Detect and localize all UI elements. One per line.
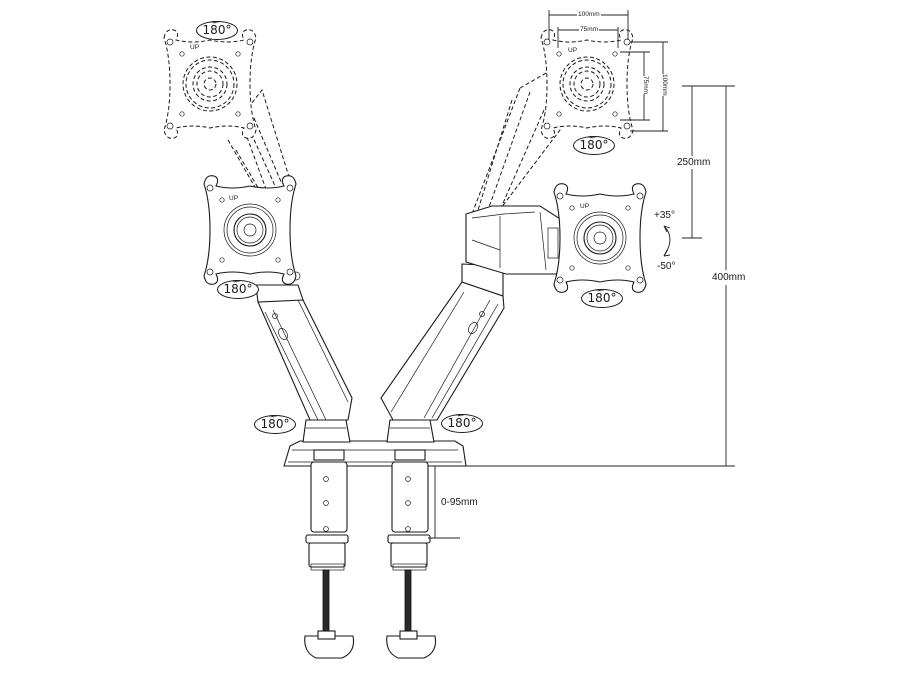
vesa-height-outer-label: 100mm bbox=[661, 74, 668, 96]
rotation-badge-right-base: 180° bbox=[441, 407, 483, 433]
rotation-badge-left-base: 180° bbox=[254, 408, 296, 434]
tilt-up-label: +35° bbox=[654, 210, 675, 221]
rotation-badge-mid-right: 180° bbox=[581, 282, 623, 308]
up-marker-mid-left: UP bbox=[229, 195, 239, 202]
base-plate bbox=[283, 440, 467, 467]
rotation-badge-top-left: 180° bbox=[196, 14, 238, 40]
vesa-height-inner-label: 75mm bbox=[642, 76, 649, 95]
tilt-down-label: -50° bbox=[657, 261, 676, 272]
rotation-badge-top-right: 180° bbox=[573, 129, 615, 155]
up-marker-top-left: UP bbox=[190, 44, 200, 51]
right-upper-arm bbox=[465, 71, 567, 275]
vesa-plate-top-right bbox=[540, 29, 634, 139]
clamp-range-dimension bbox=[428, 466, 460, 539]
vesa-width-outer-label: 100mm bbox=[577, 11, 601, 18]
up-marker-top-right: UP bbox=[568, 47, 578, 54]
vesa-plate-mid-right bbox=[553, 183, 647, 293]
vesa-width-inner-label: 75mm bbox=[579, 26, 600, 33]
rotation-badge-mid-left: 180° bbox=[217, 273, 259, 299]
vesa-plate-top-left bbox=[163, 29, 257, 139]
right-lower-arm bbox=[380, 263, 505, 443]
max-height-label: 400mm bbox=[712, 270, 746, 285]
clamp-range-label: 0-95mm bbox=[441, 497, 478, 508]
left-lower-arm bbox=[255, 271, 353, 443]
height-adjust-label: 250mm bbox=[677, 156, 711, 169]
clamp-left bbox=[304, 461, 355, 659]
clamp-right bbox=[386, 461, 437, 659]
tilt-arc bbox=[663, 225, 671, 257]
up-marker-mid-right: UP bbox=[580, 203, 590, 210]
vesa-plate-mid-left bbox=[203, 175, 297, 285]
